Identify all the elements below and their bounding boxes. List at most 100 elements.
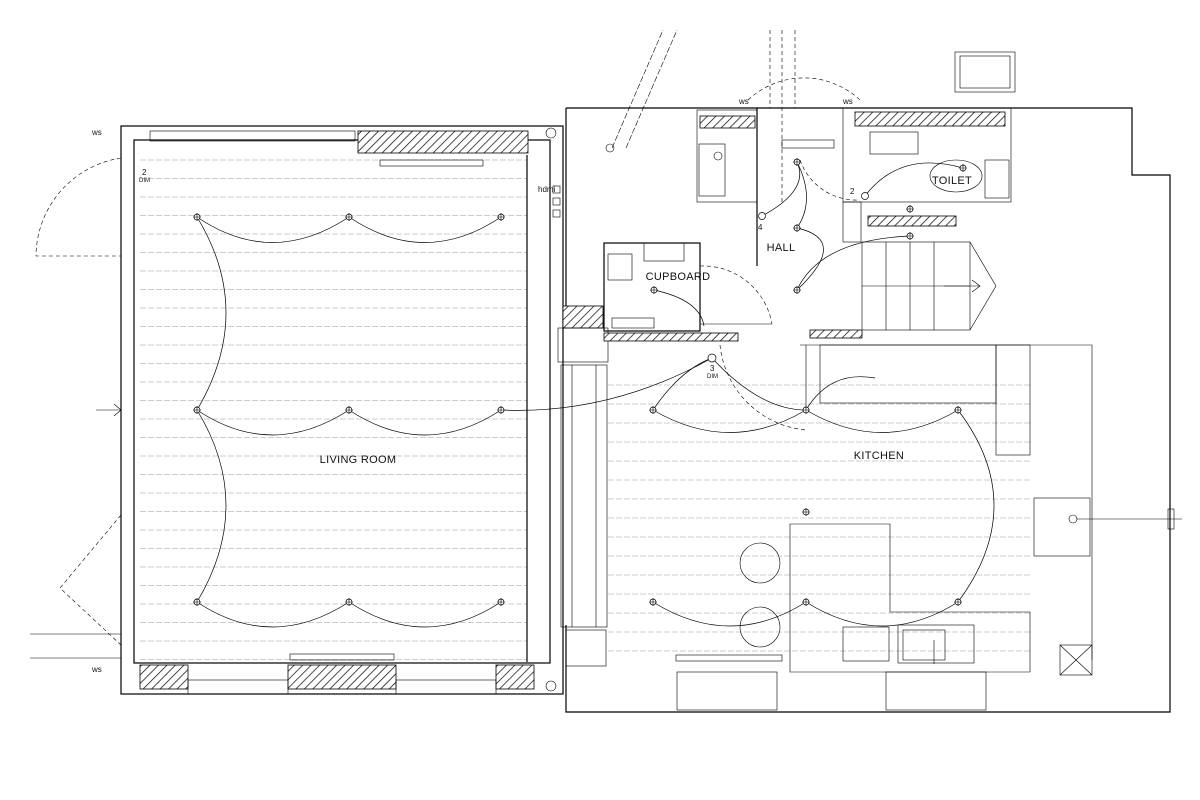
socket-2: [552, 197, 561, 206]
cupboard-wire: [653, 289, 705, 327]
ceiling-light-cross: [959, 164, 967, 172]
hdmi-label: hdmi: [538, 185, 556, 194]
ceiling-light-cross: [345, 213, 353, 221]
ws-label-toilet: ws: [842, 97, 853, 106]
dim-label-left: DIM: [139, 178, 150, 184]
ws-label-bottom-left: ws: [91, 665, 102, 674]
living-room-wire-vertical: [196, 216, 227, 603]
living-room-bottom-window-2: [395, 679, 497, 695]
ceiling-light-cross: [497, 598, 505, 606]
outdoor-bin: [954, 51, 1016, 93]
ceiling-light-cross: [906, 205, 914, 213]
living-room-west-door-swing: [35, 157, 122, 257]
hall-wire-2: [796, 227, 824, 291]
toilet-room: [842, 107, 1012, 203]
stair-radiator: [867, 215, 957, 227]
toilet-basin: [869, 131, 919, 155]
living-room-folding-door: [59, 514, 122, 646]
dimmer-switch: [707, 353, 717, 363]
living-room-lights: [193, 213, 505, 606]
entry-arrow-head: [113, 403, 122, 417]
kitchen-radiator-top: [809, 329, 863, 339]
kitchen-label: KITCHEN: [854, 450, 904, 462]
kitchen-boiler: [1059, 644, 1093, 676]
toilet-wire: [864, 162, 964, 197]
pipe-top: [545, 127, 557, 139]
hall-switch: [758, 212, 766, 220]
ceiling-light-cross: [497, 213, 505, 221]
outdoor-bin-lid: [959, 55, 1011, 89]
hall-label: HALL: [767, 242, 796, 254]
living-room-to-dimmer-wire: [500, 357, 713, 411]
kitchen-oven: [842, 626, 890, 662]
washing-machine: [698, 143, 726, 197]
door-frame-bottom: [565, 629, 607, 667]
cupboard-bench: [611, 317, 655, 329]
cupboard-unit: [607, 253, 633, 281]
stair-winder: [969, 241, 997, 331]
kitchen-sink-bowl: [902, 629, 946, 661]
ws-label-hall: ws: [738, 97, 749, 106]
living-room-top-window: [149, 130, 356, 142]
switch-4-label: 4: [758, 223, 763, 232]
ceiling-light-cross: [193, 406, 201, 414]
socket-3: [552, 209, 561, 218]
kitchen-wire-vertical: [957, 409, 995, 603]
cupboard-label: CUPBOARD: [646, 271, 711, 283]
ceiling-light-cross: [954, 598, 962, 606]
ceiling-light-cross: [793, 224, 801, 232]
ceiling-light-cross: [650, 286, 658, 294]
kitchen-island: [789, 523, 1031, 673]
kitchen-wire-top: [652, 409, 959, 433]
kitchen-door-swing: [719, 344, 807, 431]
hall-wire-1: [796, 161, 807, 229]
living-room-area: LIVING ROOM ws ws 2 DIM hdmi: [30, 125, 713, 695]
front-path-line-1: [611, 29, 664, 149]
ceiling-light-cross: [649, 406, 657, 414]
hall-wire-3: [796, 235, 911, 291]
ceiling-light-cross: [802, 406, 810, 414]
front-path-post: [605, 143, 615, 153]
ceiling-light-cross: [649, 598, 657, 606]
toilet-label: TOILET: [932, 175, 972, 187]
living-room-shelf: [379, 159, 484, 167]
cupboard-radiator: [603, 332, 739, 342]
hall-wire-switch: [761, 161, 801, 217]
toilet-bowl: [929, 159, 983, 193]
ceiling-light-cross: [954, 406, 962, 414]
kitchen-hob: [1033, 497, 1091, 557]
kitchen-floorboards: [608, 384, 1030, 652]
ceiling-light-cross: [193, 213, 201, 221]
kitchen-wall-units: [819, 344, 997, 404]
door-frame-top: [557, 327, 609, 363]
sliding-door-opening: [560, 364, 608, 628]
toilet-radiator: [854, 111, 1006, 127]
ceiling-light-cross: [193, 598, 201, 606]
living-room-bottom-window-1: [187, 679, 289, 695]
bar-stool-1: [739, 542, 781, 584]
extractor-vent: [1167, 508, 1175, 530]
dim-number-left: 2: [142, 168, 147, 177]
right-block-outer-wall: [565, 107, 1171, 713]
hall-door-swing: [799, 159, 861, 201]
ceiling-light-cross: [793, 158, 801, 166]
living-room-bottom-radiator-3: [495, 664, 535, 690]
kitchen-sink-unit: [897, 624, 975, 664]
kitchen-boiler-cross: [1059, 644, 1093, 676]
ceiling-light-cross: [802, 598, 810, 606]
kitchen-shelf: [675, 654, 783, 662]
hatched-pillar: [562, 305, 604, 329]
dim-number-kitchen: 3: [710, 364, 715, 373]
ceiling-light-cross: [802, 508, 810, 516]
living-room-top-radiator: [357, 130, 529, 154]
living-room-bottom-radiator-1: [139, 664, 189, 690]
right-block: CUPBOARD HALL 4 ws ws TOILET 2: [557, 29, 1182, 713]
stair-direction-arrow: [944, 279, 981, 293]
kitchen-tall-unit: [995, 344, 1031, 456]
kitchen-dimmer-wire: [711, 357, 807, 411]
ceiling-light-cross: [345, 598, 353, 606]
living-room-label: LIVING ROOM: [320, 454, 397, 466]
front-door-swing: [747, 77, 861, 101]
cupboard-shelf: [643, 242, 685, 262]
